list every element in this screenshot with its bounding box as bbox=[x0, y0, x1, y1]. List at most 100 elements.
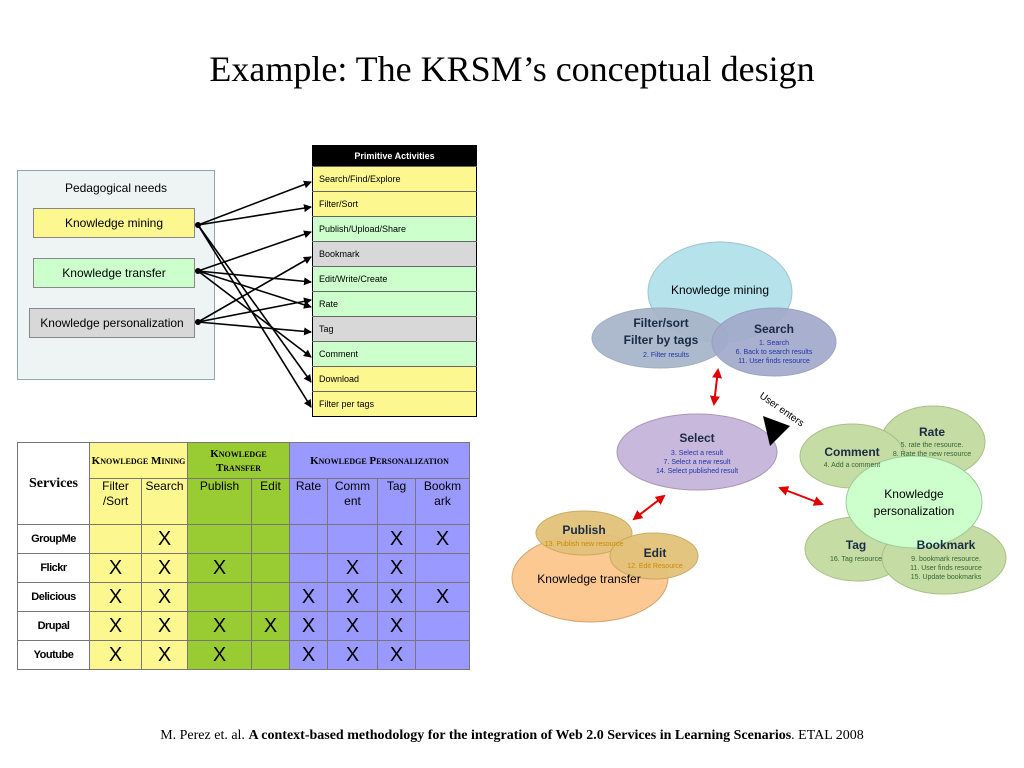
search-sub-1: 1. Search bbox=[759, 340, 789, 347]
service-name: Drupal bbox=[17, 611, 90, 641]
mark-comment: X bbox=[327, 611, 378, 641]
mark-rate: X bbox=[289, 611, 328, 641]
activity-publish: Publish/Upload/Share bbox=[312, 216, 477, 242]
bookmark-sub-1: 9. bookmark resource. bbox=[911, 556, 981, 563]
mark-bookmark: X bbox=[415, 524, 470, 554]
mark-edit bbox=[251, 582, 290, 612]
activity-filter-sort: Filter/Sort bbox=[312, 191, 477, 217]
arrow-transfer-comment bbox=[197, 270, 312, 358]
mark-filter-sort: X bbox=[89, 611, 142, 641]
primitive-activities-table: Primitive Activities Search/Find/Explore… bbox=[312, 145, 477, 417]
mark-publish bbox=[187, 524, 252, 554]
col-search: Search bbox=[141, 478, 188, 525]
arrow-mining-filter bbox=[197, 204, 312, 226]
arrow-mining-select bbox=[709, 368, 723, 406]
mark-search: X bbox=[141, 582, 188, 612]
arrow-mining-filter-tags bbox=[197, 224, 312, 408]
mark-edit bbox=[251, 553, 290, 583]
filter-by-tags-title: Filter by tags bbox=[624, 333, 699, 347]
tag-sub: 16. Tag resource bbox=[830, 556, 882, 563]
reference-citation: M. Perez et. al. A context-based methodo… bbox=[0, 728, 1024, 744]
knowledge-transfer-label: Knowledge transfer bbox=[537, 572, 640, 586]
services-corner: Services bbox=[17, 442, 90, 525]
slide-title: Example: The KRSM’s conceptual design bbox=[209, 49, 815, 89]
mark-edit bbox=[251, 524, 290, 554]
comment-title: Comment bbox=[824, 445, 879, 459]
reference-authors: M. Perez et. al. bbox=[160, 728, 249, 743]
arrow-transfer-edit bbox=[197, 270, 312, 286]
arrow-mining-download bbox=[197, 224, 312, 383]
arrow-select-personalization bbox=[778, 486, 824, 506]
arrow-select-transfer bbox=[632, 494, 666, 521]
group-knowledge-transfer: Knowledge Transfer bbox=[187, 442, 290, 479]
mark-publish: X bbox=[187, 553, 252, 583]
mark-publish: X bbox=[187, 611, 252, 641]
mark-publish: X bbox=[187, 640, 252, 670]
service-name: Flickr bbox=[17, 553, 90, 583]
filter-sort-title: Filter/sort bbox=[633, 316, 688, 330]
knowledge-personalization-label-1: Knowledge bbox=[884, 487, 944, 501]
edit-title: Edit bbox=[644, 546, 667, 560]
select-sub-3: 14. Select published result bbox=[656, 468, 738, 475]
mark-bookmark: X bbox=[415, 582, 470, 612]
mark-bookmark bbox=[415, 553, 470, 583]
mark-rate bbox=[289, 553, 328, 583]
arrow-mining-search bbox=[197, 180, 312, 226]
publish-sub: 13. Publish new resource bbox=[545, 541, 624, 548]
activity-search: Search/Find/Explore bbox=[312, 166, 477, 192]
activity-rate: Rate bbox=[312, 291, 477, 317]
need-knowledge-personalization: Knowledge personalization bbox=[29, 308, 195, 338]
mark-bookmark bbox=[415, 611, 470, 641]
user-enters-triangle bbox=[763, 416, 790, 446]
reference-venue: . ETAL 2008 bbox=[791, 728, 864, 743]
search-bubble bbox=[711, 307, 837, 377]
col-edit: Edit bbox=[251, 478, 290, 525]
service-name: Youtube bbox=[17, 640, 90, 670]
need-knowledge-transfer: Knowledge transfer bbox=[33, 258, 195, 288]
mark-search: X bbox=[141, 611, 188, 641]
bookmark-sub-3: 15. Update bookmarks bbox=[911, 574, 982, 581]
rate-title: Rate bbox=[919, 425, 945, 439]
activity-edit: Edit/Write/Create bbox=[312, 266, 477, 292]
arrow-personal-tag bbox=[197, 321, 312, 336]
mark-tag: X bbox=[377, 611, 416, 641]
mark-tag: X bbox=[377, 553, 416, 583]
comment-sub: 4. Add a comment bbox=[824, 462, 880, 469]
col-filter-sort: Filter /Sort bbox=[89, 478, 142, 525]
select-bubble bbox=[616, 413, 778, 491]
activity-tag: Tag bbox=[312, 316, 477, 342]
bookmark-sub-2: 11. User finds resource bbox=[910, 565, 982, 572]
col-bookmark: Bookm ark bbox=[415, 478, 470, 525]
service-name: Delicious bbox=[17, 582, 90, 612]
select-sub-2: 7. Select a new result bbox=[664, 459, 731, 466]
filter-sub: 2. Filter results bbox=[643, 352, 689, 359]
col-publish: Publish bbox=[187, 478, 252, 525]
edit-bubble bbox=[609, 532, 699, 580]
select-sub-1: 3. Select a result bbox=[671, 450, 723, 457]
arrow-personal-bookmark bbox=[197, 256, 312, 323]
col-tag: Tag bbox=[377, 478, 416, 525]
primitive-activities-header: Primitive Activities bbox=[312, 145, 477, 167]
search-title: Search bbox=[754, 322, 794, 336]
mark-bookmark bbox=[415, 640, 470, 670]
mark-tag: X bbox=[377, 640, 416, 670]
group-knowledge-personalization: Knowledge Personalization bbox=[289, 442, 470, 479]
group-knowledge-mining: Knowledge Mining bbox=[89, 442, 188, 479]
arrow-transfer-publish bbox=[197, 230, 312, 272]
mark-rate: X bbox=[289, 640, 328, 670]
bookmark-title: Bookmark bbox=[917, 538, 976, 552]
knowledge-mining-label: Knowledge mining bbox=[671, 283, 769, 297]
arrow-personal-rate bbox=[197, 297, 312, 323]
mark-comment: X bbox=[327, 640, 378, 670]
mark-edit bbox=[251, 640, 290, 670]
mark-filter-sort: X bbox=[89, 640, 142, 670]
mark-filter-sort bbox=[89, 524, 142, 554]
search-sub-2: 6. Back to search results bbox=[736, 349, 813, 356]
knowledge-personalization-label-2: personalization bbox=[874, 504, 955, 518]
search-sub-3: 11. User finds resource bbox=[738, 358, 810, 365]
